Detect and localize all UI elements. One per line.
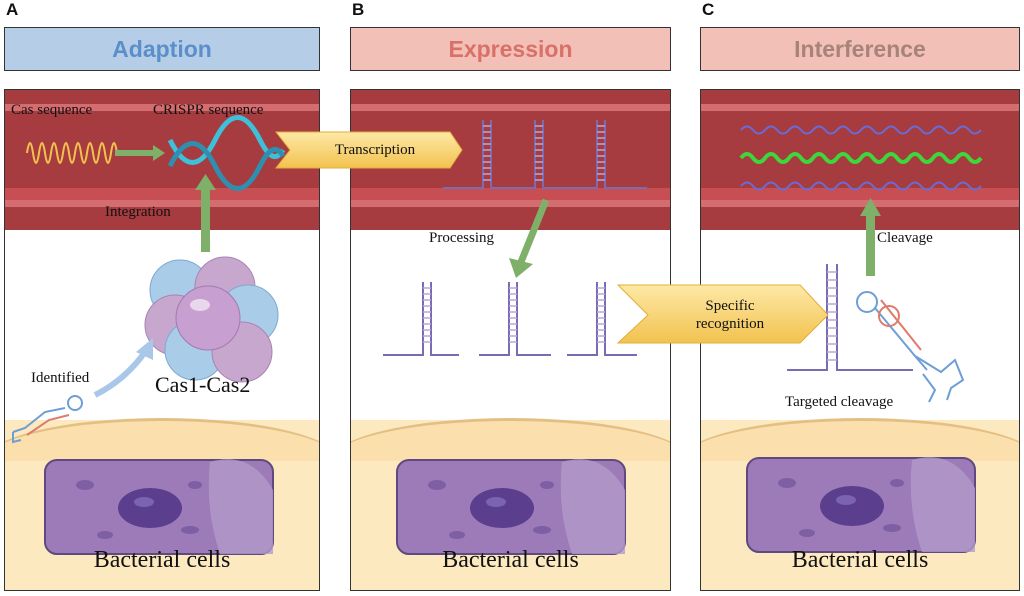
bacterial-cells-label: Bacterial cells xyxy=(442,547,579,573)
panel-interference: Cleavage Targeted cleavage Bacterial cel… xyxy=(700,89,1020,591)
processing-arrow xyxy=(509,258,533,278)
cas1-cas2-label: Cas1-Cas2 xyxy=(155,372,251,397)
crrna-target-complex-icon xyxy=(787,264,965,403)
crispr-helix-icon xyxy=(167,115,286,191)
cas1-cas2-complex-icon xyxy=(144,256,279,383)
cleavage-arrow xyxy=(860,198,881,216)
bacterial-cell-icon xyxy=(44,459,274,555)
target-dna-wave-1 xyxy=(740,125,982,135)
cleavage-label: Cleavage xyxy=(877,230,933,246)
header-interference-title: Interference xyxy=(794,35,926,62)
header-adaption-title: Adaption xyxy=(112,35,212,62)
cell-membrane xyxy=(5,418,319,461)
pre-crrna-icon xyxy=(443,120,647,189)
cas-sequence-label: Cas sequence xyxy=(11,102,93,118)
specific-recognition-label: Specific recognition xyxy=(660,297,800,333)
bacterial-cell-icon xyxy=(746,457,976,553)
header-expression-title: Expression xyxy=(448,35,573,62)
bacterial-cells-label: Bacterial cells xyxy=(93,547,231,573)
integration-arrow xyxy=(195,174,216,190)
mature-crrna-icon xyxy=(383,282,637,356)
identified-label: Identified xyxy=(31,370,90,386)
crispr-sequence-label: CRISPR sequence xyxy=(153,102,264,118)
panel-expression: Processing Bacterial cells xyxy=(350,89,671,591)
target-dna-wave-3 xyxy=(740,181,982,191)
panel-letter-b: B xyxy=(352,0,365,19)
panel-letter-a: A xyxy=(6,0,19,19)
panel-adaption: Cas sequence CRISPR sequence Integration… xyxy=(4,89,320,591)
targeted-cleavage-label: Targeted cleavage xyxy=(785,394,894,410)
specific-recognition-line-1: Specific xyxy=(705,298,755,314)
processing-label: Processing xyxy=(429,230,494,246)
specific-recognition-line-2: recognition xyxy=(695,316,765,332)
panel-letter-c: C xyxy=(702,0,715,19)
header-expression: Expression xyxy=(350,27,671,71)
bacterial-cell-icon xyxy=(396,459,626,555)
header-adaption: Adaption xyxy=(4,27,320,71)
spacer-fragment-icon xyxy=(12,395,83,444)
chromosome-band xyxy=(5,90,319,230)
transcription-label: Transcription xyxy=(334,142,416,158)
identified-arrow xyxy=(93,350,148,398)
header-interference: Interference xyxy=(700,27,1020,71)
cas-sequence-icon xyxy=(26,142,118,164)
bacterial-cells-label: Bacterial cells xyxy=(791,547,929,573)
target-dna-wave-2 xyxy=(739,152,983,164)
integration-label: Integration xyxy=(105,204,171,220)
